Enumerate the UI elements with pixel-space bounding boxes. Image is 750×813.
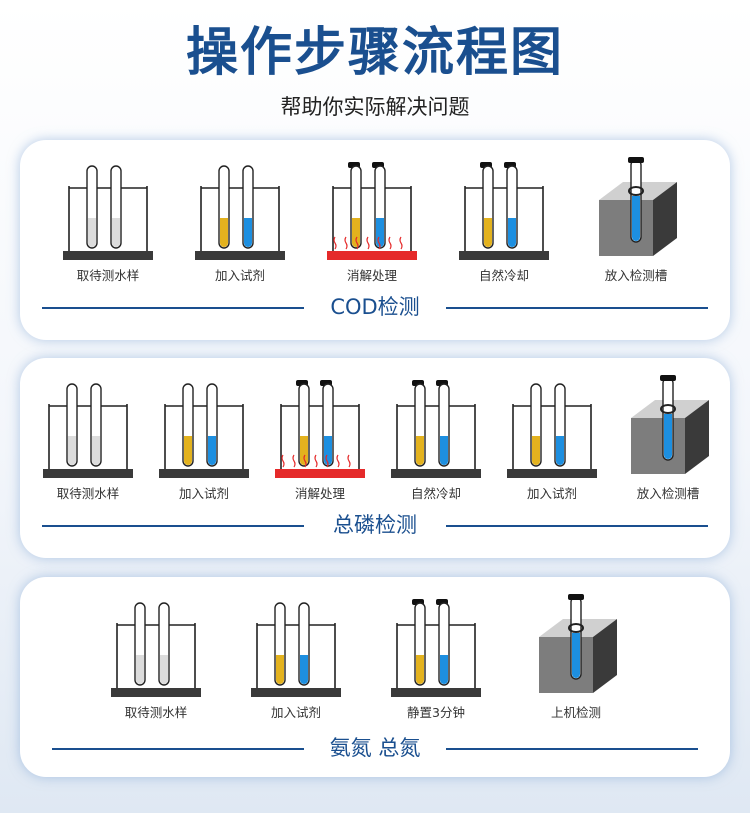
step-label: 加入试剂 — [270, 705, 321, 720]
step-tp-6: 放入检测槽 — [608, 374, 728, 502]
step-label: 上机检测 — [550, 705, 601, 720]
water-sample-rack-icon — [63, 165, 153, 260]
step-tp-3: 消解处理 — [260, 374, 380, 502]
section-title-bar: 总磷检测 — [42, 510, 708, 540]
panel-cod: 取待测水样 加入试剂 消解处理 自然冷却 — [20, 140, 730, 340]
step-nh-1: 取待测水样 — [96, 593, 216, 721]
detection-cell-icon — [631, 375, 709, 474]
step-label: 自然冷却 — [478, 268, 529, 283]
section-title: 总磷检测 — [321, 513, 429, 537]
panel-total-phosphorus: 取待测水样 加入试剂 消解处理 自然冷却 加入试剂 — [20, 358, 730, 558]
step-tp-1: 取待测水样 — [28, 374, 148, 502]
step-cod-3: 消解处理 — [312, 156, 432, 284]
heating-rack-icon — [275, 380, 365, 478]
section-title-bar: 氨氮 总氮 — [42, 733, 708, 763]
cooling-rack-icon — [459, 162, 549, 260]
step-label: 加入试剂 — [526, 486, 577, 501]
step-cod-1: 取待测水样 — [48, 156, 168, 284]
step-cod-5: 放入检测槽 — [576, 156, 696, 284]
step-cod-2: 加入试剂 — [180, 156, 300, 284]
water-sample-rack-icon — [43, 383, 133, 478]
step-label: 取待测水样 — [56, 486, 120, 501]
step-label: 静置3分钟 — [407, 705, 465, 720]
cooling-rack-icon — [391, 380, 481, 478]
page-subtitle: 帮助你实际解决问题 — [280, 95, 470, 119]
step-tp-2: 加入试剂 — [144, 374, 264, 502]
step-nh-2: 加入试剂 — [236, 593, 356, 721]
step-label: 放入检测槽 — [636, 486, 700, 501]
page-title: 操作步骤流程图 — [185, 23, 564, 83]
step-label: 消解处理 — [294, 486, 345, 501]
section-title: COD检测 — [318, 295, 432, 319]
panel-ammonia-nitrogen: 取待测水样 加入试剂 静置3分钟 上机检测 氨氮 — [20, 577, 730, 777]
standing-rack-icon — [391, 599, 481, 697]
step-tp-5: 加入试剂 — [492, 374, 612, 502]
heating-rack-icon — [327, 162, 417, 260]
detection-cell-icon — [599, 157, 677, 256]
detection-cell-icon — [539, 594, 617, 693]
reagent-rack-icon — [159, 383, 249, 478]
section-title: 氨氮 总氮 — [317, 736, 433, 760]
step-label: 加入试剂 — [178, 486, 229, 501]
section-title-bar: COD检测 — [42, 292, 708, 322]
step-label: 取待测水样 — [124, 705, 188, 720]
reagent-rack-icon — [507, 383, 597, 478]
step-nh-4: 上机检测 — [516, 593, 636, 721]
step-label: 取待测水样 — [76, 268, 140, 283]
step-nh-3: 静置3分钟 — [376, 593, 496, 721]
reagent-rack-icon — [251, 602, 341, 697]
step-cod-4: 自然冷却 — [444, 156, 564, 284]
step-label: 放入检测槽 — [604, 268, 668, 283]
step-label: 自然冷却 — [410, 486, 461, 501]
water-sample-rack-icon — [111, 602, 201, 697]
step-label: 加入试剂 — [214, 268, 265, 283]
step-tp-4: 自然冷却 — [376, 374, 496, 502]
step-label: 消解处理 — [346, 268, 397, 283]
reagent-rack-icon — [195, 165, 285, 260]
